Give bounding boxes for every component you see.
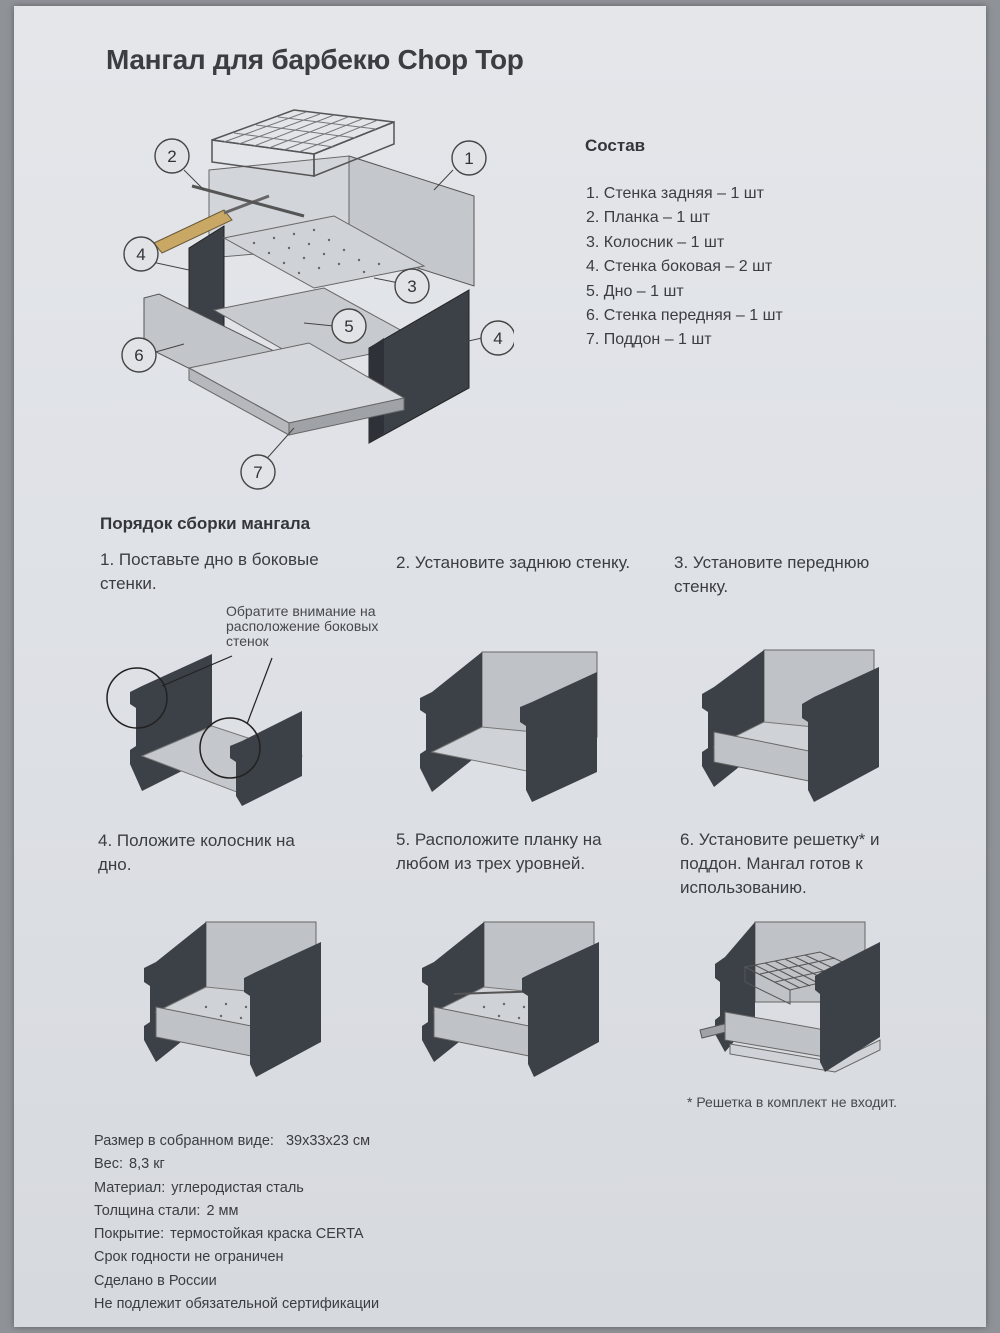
composition-list: 1. Стенка задняя – 1 шт 2. Планка – 1 шт… [586, 182, 783, 353]
step-2-text: 2. Установите заднюю стенку. [396, 553, 631, 572]
composition-heading: Состав [585, 136, 646, 155]
callout-4-right: 4 [493, 329, 502, 348]
step-1-illustration [106, 654, 304, 806]
callout-2: 2 [167, 147, 176, 166]
list-item: 4. Стенка боковая – 2 шт [586, 258, 773, 276]
list-item: 7. Поддон – 1 шт [586, 331, 712, 349]
step-3-illustration [702, 649, 879, 802]
step-5-illustration [422, 921, 599, 1077]
step-6-text: 6. Установите решетку* и поддон. Мангал … [680, 830, 880, 897]
exploded-diagram: 2 1 4 3 5 4 6 7 [121, 109, 514, 490]
list-item: 1. Стенка задняя – 1 шт [586, 185, 764, 202]
grate-part [222, 215, 426, 289]
handle-part [153, 209, 233, 254]
page-title: Мангал для барбекю Chop Top [106, 44, 524, 75]
callout-4-left: 4 [136, 245, 145, 264]
callout-3: 3 [407, 277, 416, 296]
plank-part [191, 184, 305, 218]
callout-7: 7 [253, 463, 262, 482]
side-walls-note: Обратите внимание на расположение боковы… [226, 603, 379, 649]
step-3-text: 3. Установите переднюю стенку. [674, 553, 870, 596]
list-item: Материал:углеродистая сталь [94, 1179, 304, 1196]
list-item: Срок годности не ограничен [94, 1249, 284, 1266]
list-item: 5. Дно – 1 шт [586, 282, 684, 300]
step-1-text: 1. Поставьте дно в боковые стенки. [100, 550, 319, 593]
list-item: Сделано в России [94, 1272, 217, 1289]
grill-basket-part [211, 109, 395, 178]
list-item: 2. Планка – 1 шт [586, 209, 710, 227]
step-5-text: 5. Расположите планку на любом из трех у… [396, 830, 602, 873]
list-item: 6. Стенка передняя – 1 шт [586, 307, 783, 325]
specs-list: Размер в собранном виде:39х33х23 см Вес:… [94, 1130, 391, 1316]
callout-6: 6 [134, 346, 143, 365]
assembly-heading: Порядок сборки мангала [100, 514, 311, 533]
step-2-illustration [420, 651, 598, 802]
list-item: Вес:8,3 кг [94, 1156, 165, 1173]
list-item: Не подлежит обязательной сертификации [94, 1296, 380, 1313]
step-6-illustration [699, 921, 881, 1073]
list-item: 3. Колосник – 1 шт [586, 233, 725, 251]
callout-1: 1 [464, 149, 473, 168]
list-item: Размер в собранном виде:39х33х23 см [94, 1133, 371, 1149]
list-item: Толщина стали:2 мм [94, 1202, 239, 1219]
step-4-illustration [144, 921, 321, 1077]
list-item: Покрытие:термостойкая краска CERTA [94, 1226, 364, 1243]
step-4-text: 4. Положите колосник на дно. [98, 831, 295, 874]
grill-not-included-note: * Решетка в комплект не входит. [687, 1094, 897, 1110]
callout-5: 5 [344, 317, 353, 336]
instruction-sheet: Мангал для барбекю Chop Top [14, 6, 986, 1327]
